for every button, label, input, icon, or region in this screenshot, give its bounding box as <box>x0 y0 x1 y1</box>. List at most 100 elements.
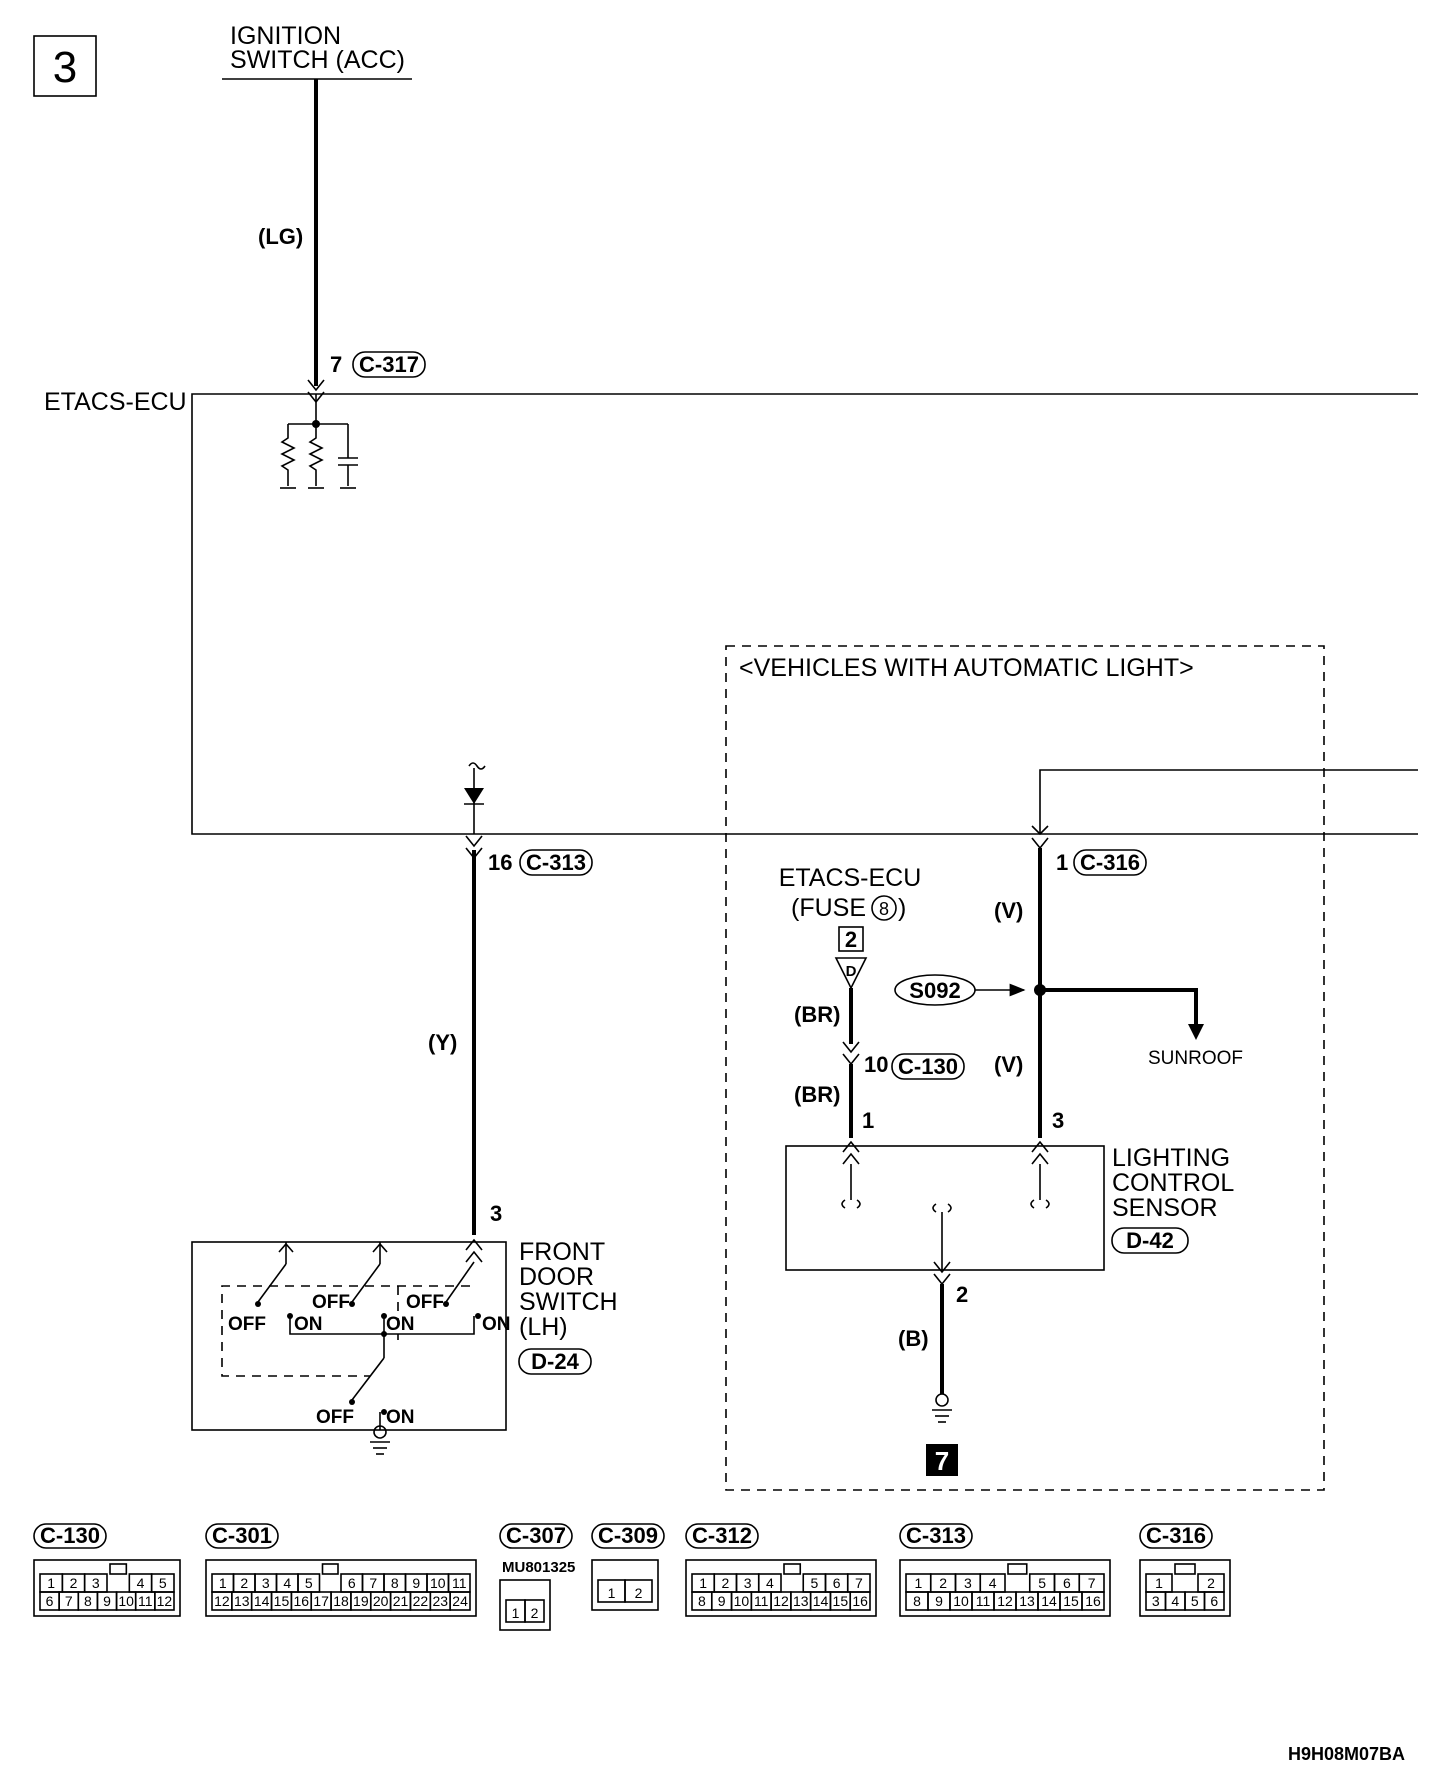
connector-label: C-313 <box>906 1523 966 1548</box>
connector-terminal: 23 <box>432 1593 448 1609</box>
connector-terminal: 14 <box>813 1593 829 1609</box>
connector-terminal: 17 <box>313 1593 329 1609</box>
door-sw1-on: ON <box>294 1314 323 1335</box>
connector-terminal: 2 <box>70 1575 78 1591</box>
lighting-control-sensor: LIGHTING CONTROL SENSOR D-42 <box>785 1144 1234 1271</box>
connector-terminal: 3 <box>1152 1593 1160 1609</box>
connector-c313: C-313 <box>526 850 586 875</box>
connector-terminal: 12 <box>214 1593 230 1609</box>
wire-color-br-upper: (BR) <box>794 1002 840 1027</box>
wire-door-y: 16 C-313 (Y) 3 <box>428 762 593 1263</box>
connector-terminal: 2 <box>635 1585 643 1601</box>
connector-terminal: 6 <box>833 1575 841 1591</box>
connector-terminal: 5 <box>159 1575 167 1591</box>
connector-terminal: 6 <box>1063 1575 1071 1591</box>
splice-label: S092 <box>909 978 960 1003</box>
wire-sensor-ground: 2 (B) 7 <box>898 1203 968 1476</box>
diagram-code: H9H08M07BA <box>1288 1744 1405 1764</box>
connector-terminal: 8 <box>84 1593 92 1609</box>
connector-terminal: 9 <box>935 1593 943 1609</box>
connector-terminal: 4 <box>283 1575 291 1591</box>
connector-label: C-309 <box>598 1523 658 1548</box>
connector-terminal: 11 <box>452 1575 467 1591</box>
connector-terminal: 10 <box>430 1575 446 1591</box>
pin-sensor-3: 3 <box>1052 1108 1064 1133</box>
door-switch-line4: (LH) <box>519 1313 568 1341</box>
connector-terminal: 18 <box>333 1593 349 1609</box>
fuse-pin: 2 <box>845 927 857 952</box>
connector-terminal: 22 <box>413 1593 429 1609</box>
connector-c130: C-130 <box>898 1054 958 1079</box>
sensor-line1: LIGHTING <box>1112 1144 1230 1172</box>
connector-terminal: 1 <box>219 1575 227 1591</box>
connector-terminal: 9 <box>103 1593 111 1609</box>
auto-light-box: <VEHICLES WITH AUTOMATIC LIGHT> <box>725 645 1325 1491</box>
connector-terminal: 14 <box>254 1593 270 1609</box>
ecu-input-circuit <box>280 394 358 489</box>
connector-terminal: 15 <box>1063 1593 1079 1609</box>
connector-terminal: 2 <box>240 1575 248 1591</box>
wire-sensor-v: 1 C-316 (V) (V) 3 <box>994 769 1418 1209</box>
connector-terminal: 12 <box>773 1593 789 1609</box>
connector-terminal: 7 <box>855 1575 863 1591</box>
fuse-ecu-label: ETACS-ECU <box>779 864 922 892</box>
wire-color-br-lower: (BR) <box>794 1082 840 1107</box>
connector-terminal: 5 <box>305 1575 313 1591</box>
door-main-on: ON <box>386 1407 415 1428</box>
connector-terminal: 11 <box>138 1593 153 1609</box>
connector-terminal: 6 <box>348 1575 356 1591</box>
connector-terminal: 21 <box>393 1593 409 1609</box>
connector-label: C-312 <box>692 1523 752 1548</box>
connector-terminal: 1 <box>512 1605 520 1621</box>
connector-terminal: 12 <box>997 1593 1013 1609</box>
connector-terminal: 6 <box>1210 1593 1218 1609</box>
page-number: 3 <box>53 43 77 92</box>
connector-terminal: 2 <box>939 1575 947 1591</box>
connector-terminal: 11 <box>976 1593 991 1609</box>
fuse-letter: D <box>846 963 857 980</box>
connector-terminal: 6 <box>46 1593 54 1609</box>
connector-terminal: 14 <box>1041 1593 1057 1609</box>
connector-terminal: 3 <box>92 1575 100 1591</box>
connector-terminal: 8 <box>698 1593 706 1609</box>
connector-terminal: 7 <box>65 1593 73 1609</box>
connector-terminal: 9 <box>718 1593 726 1609</box>
connector-terminal: 8 <box>391 1575 399 1591</box>
wire-color-b: (B) <box>898 1326 929 1351</box>
door-switch-line3: SWITCH <box>519 1288 618 1316</box>
connector-terminal: 16 <box>852 1593 868 1609</box>
sensor-line2: CONTROL <box>1112 1169 1234 1197</box>
pin-door-3: 3 <box>490 1201 502 1226</box>
connector-terminal: 10 <box>953 1593 969 1609</box>
connector-d24: D-24 <box>531 1349 579 1374</box>
sensor-line3: SENSOR <box>1112 1194 1218 1222</box>
connector-terminal: 13 <box>793 1593 809 1609</box>
door-sw3-off: OFF <box>406 1292 444 1313</box>
connector-terminal: 10 <box>734 1593 750 1609</box>
door-switch-line1: FRONT <box>519 1238 605 1266</box>
connector-c317: C-317 <box>359 352 419 377</box>
pin-c313: 16 <box>488 850 512 875</box>
splice-s092: S092 SUNROOF <box>894 974 1243 1069</box>
fuse-label-open: (FUSE <box>791 894 866 922</box>
door-sw2-on: ON <box>386 1314 415 1335</box>
connector-label: C-307 <box>506 1523 566 1548</box>
connector-part-number: MU801325 <box>502 1559 575 1576</box>
connector-label: C-316 <box>1146 1523 1206 1548</box>
connector-terminal: 3 <box>262 1575 270 1591</box>
connector-terminal: 13 <box>1019 1593 1035 1609</box>
wire-color-y: (Y) <box>428 1030 457 1055</box>
fuse-label-close: ) <box>898 894 906 922</box>
ground-reference: 7 <box>935 1446 949 1476</box>
door-sw3-on: ON <box>482 1314 511 1335</box>
connector-label: C-301 <box>212 1523 272 1548</box>
connector-terminal: 8 <box>913 1593 921 1609</box>
auto-light-label: <VEHICLES WITH AUTOMATIC LIGHT> <box>739 654 1194 682</box>
wire-color-lg: (LG) <box>258 224 303 249</box>
